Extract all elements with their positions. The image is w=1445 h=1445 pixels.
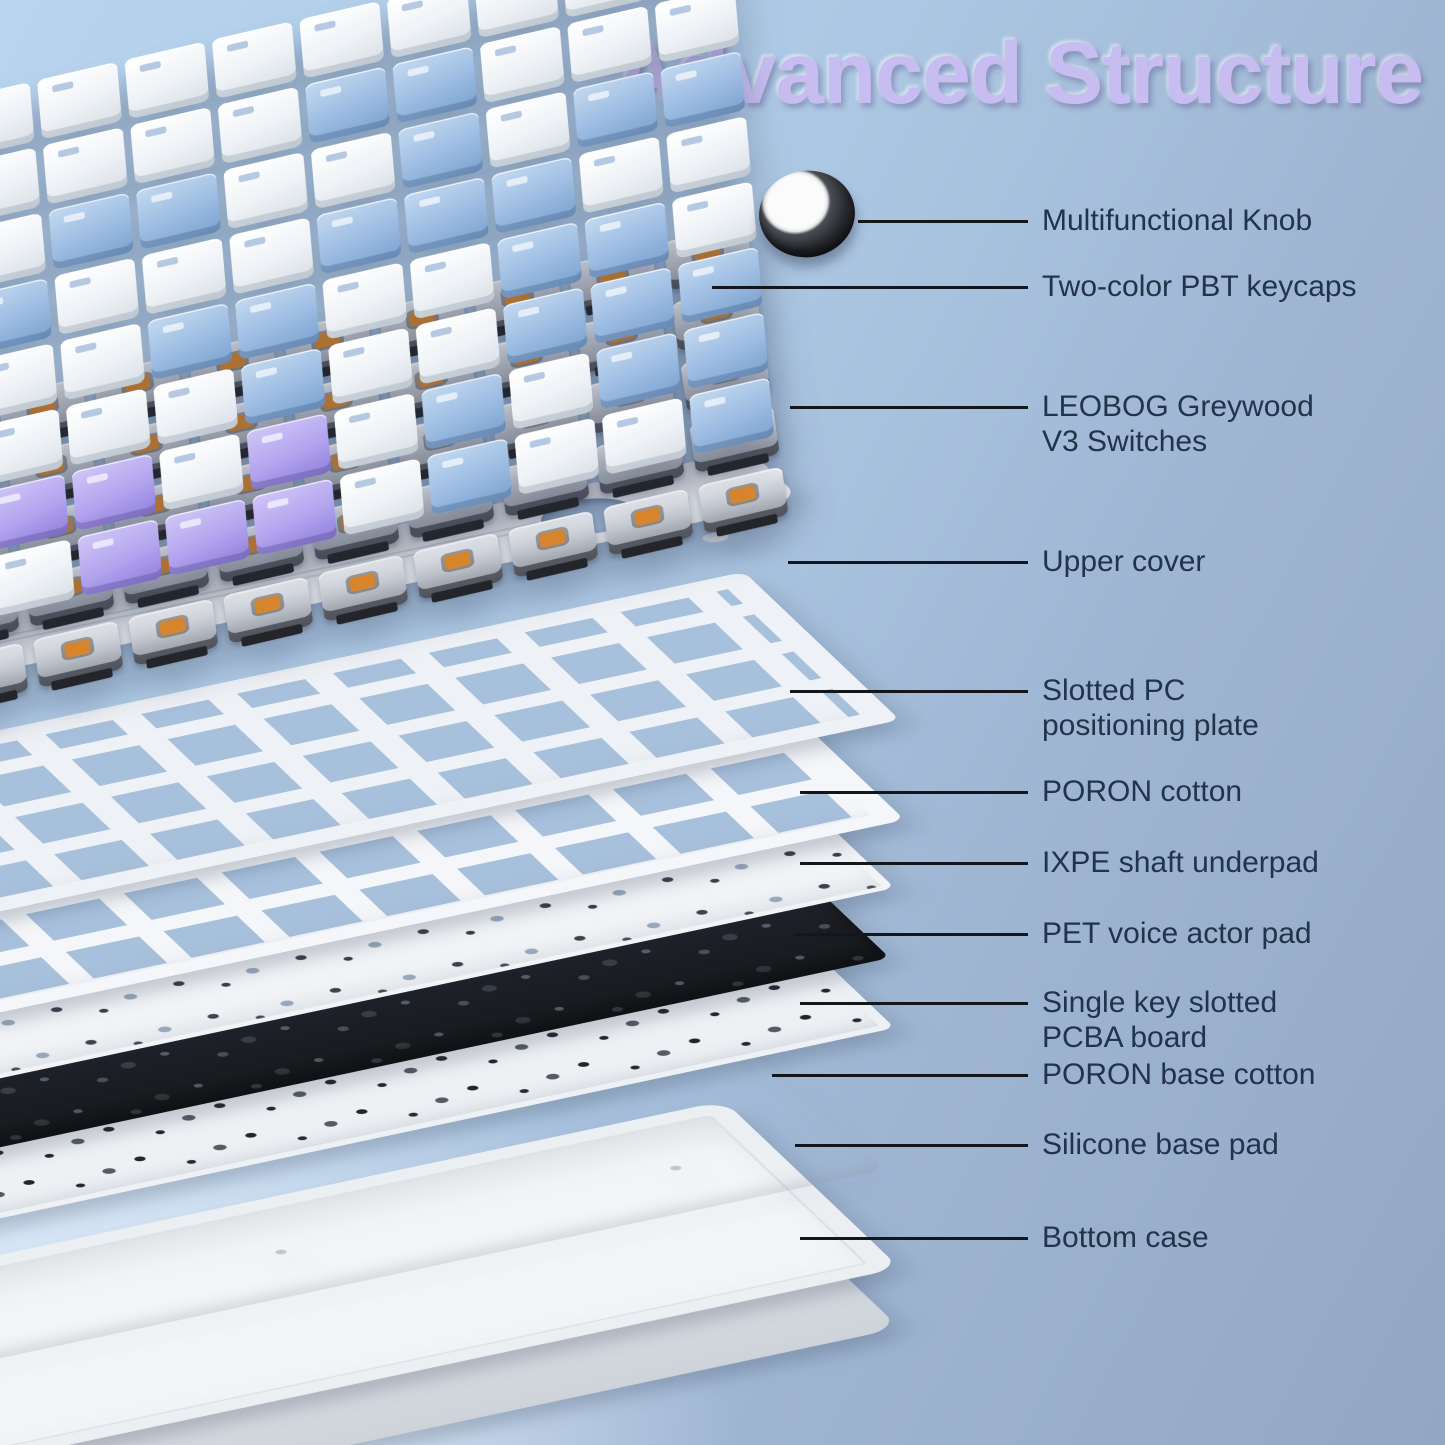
callout-bottom-case: Bottom case bbox=[800, 1221, 1209, 1257]
callout-line bbox=[788, 561, 1028, 564]
callout-line bbox=[790, 690, 1028, 693]
keycap bbox=[71, 453, 157, 532]
callout-line bbox=[800, 1002, 1028, 1005]
keycap bbox=[310, 131, 396, 210]
keycap bbox=[497, 221, 583, 300]
keycap bbox=[135, 172, 221, 250]
callout-line bbox=[800, 1237, 1028, 1240]
keycap bbox=[141, 237, 227, 315]
keycap bbox=[299, 1, 385, 79]
callout-positioning-plate: Slotted PC positioning plate bbox=[790, 674, 1259, 745]
callout-label: IXPE shaft underpad bbox=[1042, 846, 1319, 879]
keycap bbox=[584, 201, 670, 280]
callout-line bbox=[800, 791, 1028, 794]
keycap bbox=[398, 111, 484, 189]
keycap bbox=[502, 286, 588, 365]
keycap bbox=[590, 266, 676, 345]
callout-line bbox=[795, 933, 1028, 936]
callout-label: PORON base cotton bbox=[1042, 1058, 1316, 1091]
callout-upper-cover: Upper cover bbox=[788, 545, 1206, 581]
keycap bbox=[415, 307, 501, 385]
keycap bbox=[683, 311, 769, 390]
keycap bbox=[0, 473, 70, 552]
keycap bbox=[567, 5, 653, 84]
keycap bbox=[0, 343, 58, 421]
keycap bbox=[54, 257, 140, 336]
callout-line bbox=[772, 1074, 1028, 1077]
callout-label: Bottom case bbox=[1042, 1221, 1209, 1254]
callout-switches: LEOBOG Greywood V3 Switches bbox=[790, 390, 1314, 461]
keycap bbox=[246, 412, 332, 491]
callout-line bbox=[795, 1144, 1028, 1147]
keycap bbox=[211, 21, 297, 99]
callout-pbt-keycaps: Two-color PBT keycaps bbox=[712, 270, 1357, 306]
multifunctional-knob bbox=[753, 164, 861, 264]
keycap bbox=[316, 196, 402, 275]
keycap bbox=[403, 176, 489, 255]
callout-line bbox=[712, 286, 1028, 289]
keycap bbox=[671, 181, 757, 259]
callout-line bbox=[800, 862, 1028, 865]
callout-poron-base-cotton: PORON base cotton bbox=[772, 1058, 1316, 1094]
keycap bbox=[409, 241, 495, 320]
page-title: Advanced Structure bbox=[614, 25, 1424, 122]
keycap bbox=[479, 25, 565, 104]
callout-label: Slotted PC positioning plate bbox=[1042, 674, 1259, 742]
keycap bbox=[322, 262, 408, 340]
keycap bbox=[392, 46, 478, 124]
callout-multifunctional-knob: Multifunctional Knob bbox=[858, 204, 1313, 240]
keycap bbox=[60, 322, 146, 401]
callout-label: LEOBOG Greywood V3 Switches bbox=[1042, 390, 1314, 458]
keycap bbox=[333, 392, 419, 471]
keycap bbox=[42, 127, 128, 205]
keycap bbox=[48, 192, 134, 270]
keycap bbox=[328, 327, 414, 406]
keycap bbox=[130, 106, 216, 185]
callout-silicone-base-pad: Silicone base pad bbox=[795, 1128, 1279, 1164]
keycap bbox=[153, 367, 239, 446]
keycap bbox=[491, 156, 577, 235]
keycap bbox=[217, 86, 303, 165]
keycap bbox=[485, 91, 571, 169]
keycap bbox=[572, 70, 658, 149]
callout-label: Multifunctional Knob bbox=[1042, 204, 1313, 237]
callout-label: Silicone base pad bbox=[1042, 1128, 1279, 1161]
keycap bbox=[578, 136, 664, 214]
callout-label: PORON cotton bbox=[1042, 775, 1243, 808]
keycap bbox=[147, 302, 233, 381]
callout-ixpe-underpad: IXPE shaft underpad bbox=[800, 846, 1319, 882]
callout-pcba-board: Single key slotted PCBA board bbox=[800, 986, 1278, 1057]
callout-label: Single key slotted PCBA board bbox=[1042, 986, 1278, 1054]
keycap bbox=[666, 115, 752, 194]
keycap bbox=[223, 151, 309, 230]
callout-poron-cotton: PORON cotton bbox=[800, 775, 1243, 811]
callout-line bbox=[858, 220, 1028, 223]
callout-label: Upper cover bbox=[1042, 545, 1206, 578]
keycap bbox=[0, 408, 64, 487]
keycap bbox=[234, 282, 320, 361]
keycap bbox=[124, 41, 210, 120]
keycap bbox=[508, 352, 594, 430]
keycap bbox=[65, 388, 151, 466]
callout-pet-pad: PET voice actor pad bbox=[795, 917, 1312, 953]
keycap bbox=[240, 347, 326, 426]
callout-line bbox=[790, 406, 1028, 409]
keycap bbox=[421, 372, 507, 451]
keycap bbox=[304, 66, 390, 144]
keycap bbox=[158, 433, 244, 511]
keycap bbox=[660, 50, 746, 129]
keycap bbox=[37, 61, 123, 140]
callout-label: PET voice actor pad bbox=[1042, 917, 1312, 950]
keycap bbox=[595, 332, 681, 410]
callout-label: Two-color PBT keycaps bbox=[1042, 270, 1357, 303]
keycap bbox=[229, 217, 315, 295]
